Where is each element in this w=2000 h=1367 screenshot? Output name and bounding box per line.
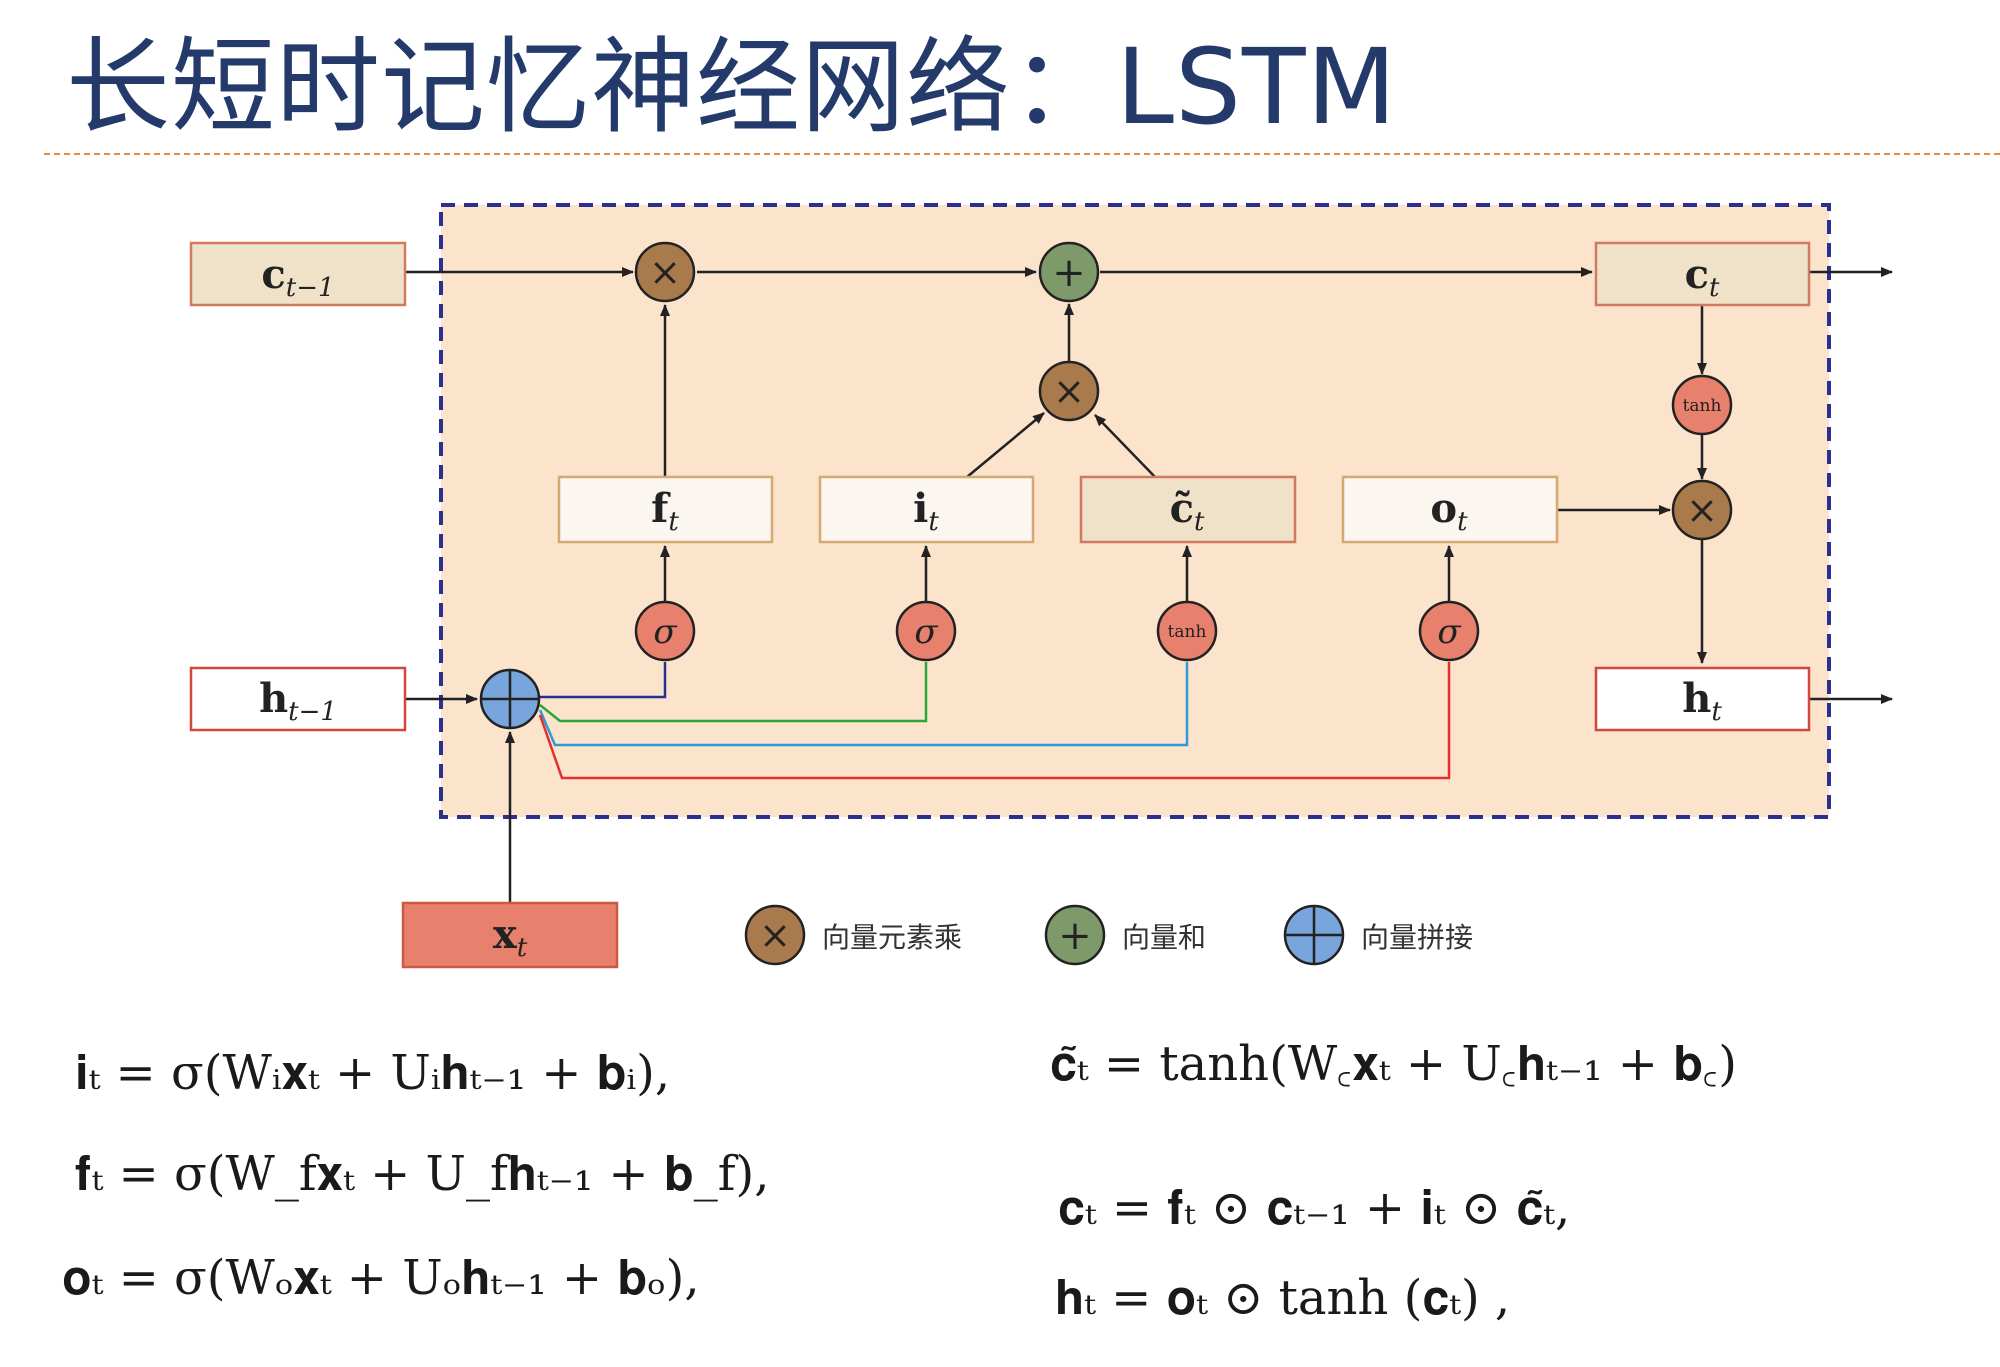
- input-multiply-icon: ×: [1038, 360, 1100, 422]
- equation-input-gate: 𝐢ₜ = σ(Wᵢ𝐱ₜ + Uᵢ𝐡ₜ₋₁ + 𝐛ᵢ),: [75, 1045, 671, 1101]
- wire-to-i-gate: [539, 662, 928, 723]
- svg-text:tanh: tanh: [1683, 396, 1722, 416]
- wire-to-f-gate: [540, 662, 667, 699]
- svg-text:×: ×: [1053, 369, 1085, 413]
- svg-text:tanh: tanh: [1168, 622, 1207, 642]
- svg-text:ot: ot: [1430, 485, 1468, 537]
- c-t-box: ct: [1594, 241, 1811, 307]
- sigma-o-icon: σ: [1418, 600, 1480, 662]
- sigma-i-icon: σ: [895, 600, 957, 662]
- forget-multiply-icon: ×: [634, 241, 696, 303]
- svg-text:xt: xt: [493, 911, 528, 963]
- output-multiply-icon: ×: [1671, 479, 1733, 541]
- i-gate-box: it: [818, 475, 1035, 544]
- svg-text:+: +: [1058, 913, 1092, 959]
- svg-text:σ: σ: [653, 612, 677, 652]
- svg-text:ht: ht: [1682, 675, 1722, 727]
- h-prev-box: ht−1: [189, 666, 407, 732]
- equation-hidden-output: 𝐡ₜ = 𝐨ₜ ⊙ tanh (𝐜ₜ) ,: [1055, 1270, 1511, 1326]
- wire-to-c-gate: [538, 662, 1189, 747]
- equation-candidate-cell: 𝐜̃ₜ = tanh(W꜀𝐱ₜ + U꜀𝐡ₜ₋₁ + 𝐛꜀): [1050, 1036, 1737, 1092]
- sigma-f-icon: σ: [634, 600, 696, 662]
- legend-add-label: 向量和: [1122, 921, 1206, 954]
- c-prev-box: ct−1: [189, 241, 407, 307]
- cell-add-icon: +: [1038, 241, 1100, 303]
- c-candidate-box: c̃t: [1079, 475, 1297, 544]
- equation-cell-update: 𝐜ₜ = 𝐟ₜ ⊙ 𝐜ₜ₋₁ + 𝐢ₜ ⊙ 𝐜̃ₜ,: [1058, 1180, 1571, 1236]
- svg-text:×: ×: [649, 250, 681, 294]
- tanh-c-icon: tanh: [1156, 600, 1218, 662]
- concat-icon: [479, 668, 541, 730]
- flow-arrows: [405, 267, 1893, 903]
- equation-output-gate: 𝐨ₜ = σ(Wₒ𝐱ₜ + Uₒ𝐡ₜ₋₁ + 𝐛ₒ),: [62, 1250, 700, 1306]
- svg-text:σ: σ: [1437, 612, 1461, 652]
- legend-concat-icon: [1283, 904, 1345, 966]
- svg-text:σ: σ: [914, 612, 938, 652]
- o-gate-box: ot: [1341, 475, 1559, 544]
- svg-text:c̃t: c̃t: [1170, 485, 1205, 537]
- wire-to-o-gate: [538, 662, 1451, 780]
- svg-text:ht−1: ht−1: [259, 675, 337, 727]
- page-title: 长短时记忆神经网络：LSTM: [66, 26, 1398, 148]
- x-input-box: xt: [401, 901, 619, 969]
- legend-concat-label: 向量拼接: [1361, 921, 1473, 954]
- svg-text:×: ×: [759, 913, 791, 957]
- svg-text:ct−1: ct−1: [261, 251, 334, 303]
- title-divider: [44, 153, 2000, 155]
- equation-forget-gate: 𝐟ₜ = σ(W_f𝐱ₜ + U_f𝐡ₜ₋₁ + 𝐛_f),: [75, 1146, 770, 1202]
- legend-multiply-icon: ×: [744, 904, 806, 966]
- legend-add-icon: +: [1044, 904, 1106, 966]
- h-t-box: ht: [1594, 666, 1811, 732]
- f-gate-box: ft: [557, 475, 774, 544]
- legend: × 向量元素乘 + 向量和 向量拼接: [744, 904, 1473, 966]
- svg-text:ct: ct: [1685, 251, 1720, 303]
- svg-text:it: it: [913, 485, 939, 537]
- svg-text:+: +: [1052, 250, 1086, 296]
- legend-multiply-label: 向量元素乘: [822, 921, 962, 954]
- svg-text:×: ×: [1686, 488, 1718, 532]
- svg-text:ft: ft: [651, 485, 679, 537]
- tanh-ct-icon: tanh: [1671, 374, 1733, 436]
